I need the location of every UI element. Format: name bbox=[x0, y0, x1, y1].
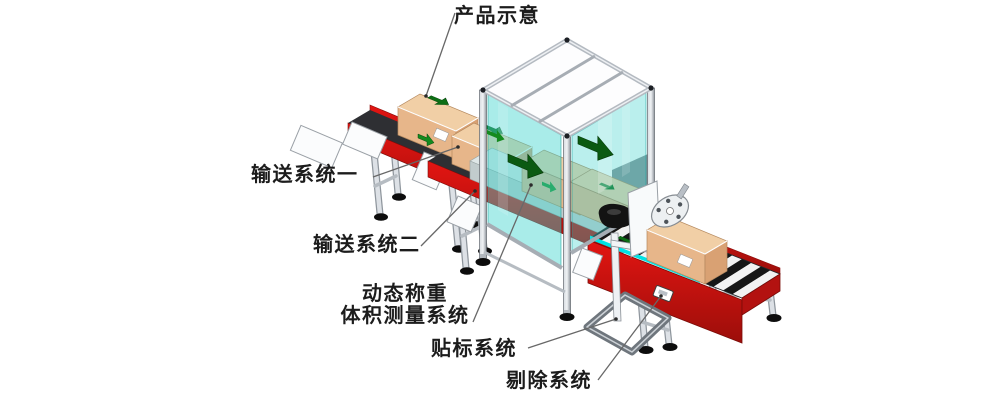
callout-product-illustration: 产品示意 bbox=[454, 3, 540, 27]
reject-outlet-slot bbox=[652, 285, 674, 302]
callout-reject-system: 剔除系统 bbox=[506, 368, 592, 392]
callout-conveyor-system-2: 输送系统二 bbox=[313, 232, 421, 256]
callout-conveyor-system-1: 输送系统一 bbox=[251, 162, 359, 186]
barcode-scanner-icon bbox=[598, 203, 635, 229]
callout-weighing-line1: 动态称重 bbox=[362, 281, 448, 305]
stand-pole bbox=[610, 232, 622, 322]
leader-line-product bbox=[425, 12, 456, 97]
callout-weighing-line2: 体积测量系统 bbox=[340, 303, 470, 327]
callout-labeling-system: 贴标系统 bbox=[431, 336, 517, 360]
callout-weighing-volume-system: 动态称重 体积测量系统 bbox=[334, 282, 476, 326]
leader-line-weighing bbox=[472, 184, 532, 323]
labeling-system-illustration bbox=[583, 180, 672, 356]
leader-line-reject bbox=[597, 295, 662, 381]
leader-lines bbox=[372, 12, 662, 381]
leader-line-conveyor2 bbox=[420, 190, 476, 247]
label-applicator-disc bbox=[650, 183, 690, 228]
leader-line-labeling bbox=[527, 318, 617, 349]
leader-dots bbox=[424, 94, 663, 321]
leader-line-conveyor1 bbox=[372, 146, 459, 178]
